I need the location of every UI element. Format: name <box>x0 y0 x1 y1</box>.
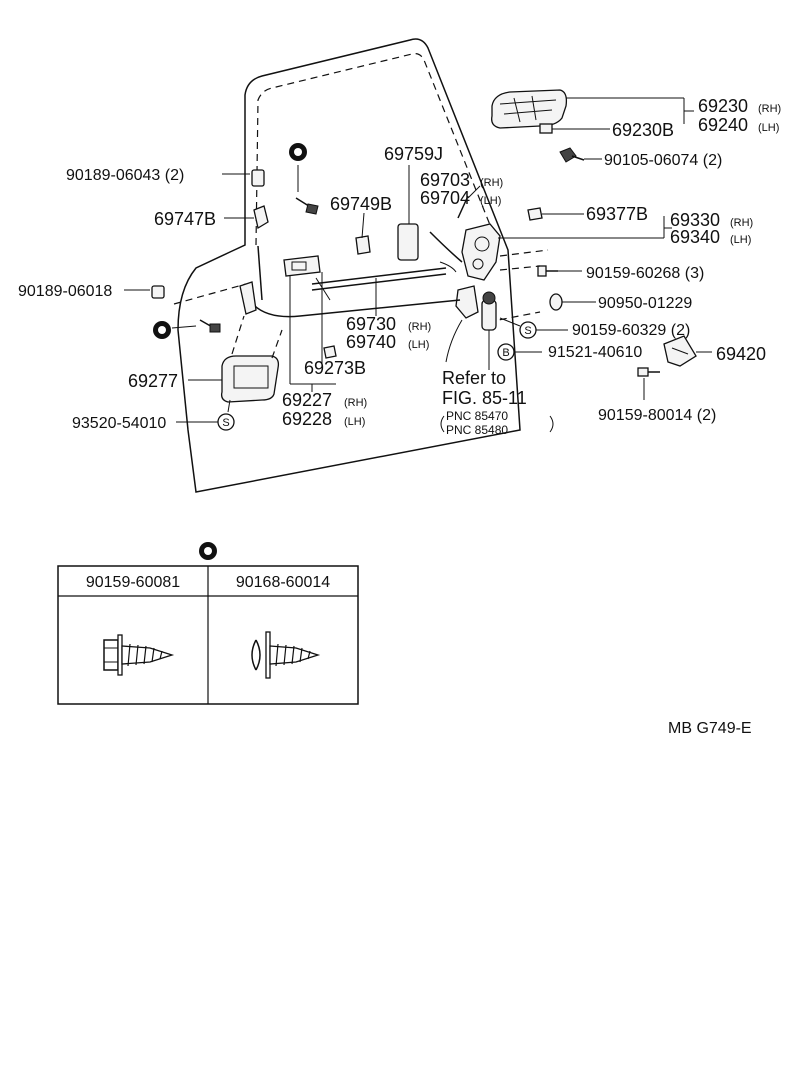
label-69277: 69277 <box>128 371 178 391</box>
rod-holder-69747B <box>224 205 269 230</box>
diagram-code: MB G749-E <box>668 720 752 737</box>
label-69730: 69730 <box>346 314 396 334</box>
bezel-69277 <box>188 315 283 413</box>
part-69273B <box>323 345 337 359</box>
label-91521: 91521-40610 <box>548 344 642 361</box>
label-69230: 69230 <box>698 96 748 116</box>
grommet-90950-01229 <box>549 293 596 311</box>
inside-handle-bracket-69227 <box>283 255 323 384</box>
label-69704: 69704 <box>420 188 470 208</box>
rod-ends <box>315 261 457 301</box>
screw-90159-80014 <box>637 367 660 400</box>
lock-knob-rod <box>257 245 263 301</box>
washer-tapping-screw-icon <box>251 631 321 679</box>
striker-69420 <box>663 335 712 367</box>
label-93520: 93520-54010 <box>72 415 166 432</box>
legend-col2: 90168-60014 <box>236 574 330 591</box>
fastener-legend: 90159-60081 90168-60014 <box>57 542 359 705</box>
label-pnc-85480: PNC 85480 <box>446 423 508 437</box>
bell-crank <box>239 281 257 315</box>
pnc-brackets <box>440 415 554 433</box>
label-fig-ref: FIG. 85-11 <box>442 388 527 408</box>
label-69340: 69340 <box>670 227 720 247</box>
screw-upper <box>295 197 319 215</box>
label-69759J: 69759J <box>384 144 443 164</box>
door-lock-assembly-69330 <box>455 223 501 319</box>
label-69227: 69227 <box>282 390 332 410</box>
screw-ring-icon-upper <box>289 143 307 192</box>
label-69749B: 69749B <box>330 194 392 214</box>
symbol-s-90159-60329: S <box>499 317 568 339</box>
label-69730-side: (RH) <box>408 321 431 333</box>
dashed-guides-lock <box>487 249 549 323</box>
label-90159-80014: 90159-80014 (2) <box>598 407 716 424</box>
rod-69703 <box>429 195 469 263</box>
leader-69703 <box>467 185 481 199</box>
label-69377B: 69377B <box>586 204 648 224</box>
screw-ring-icon-lower <box>153 319 221 339</box>
label-90189-06018: 90189-06018 <box>18 283 112 300</box>
outside-handle-69230 <box>491 89 568 129</box>
label-69340-side: (LH) <box>730 234 751 246</box>
label-69420: 69420 <box>716 344 766 364</box>
label-69704-side: (LH) <box>480 195 501 207</box>
b-letter: B <box>502 347 509 359</box>
label-69228-side: (LH) <box>344 416 365 428</box>
clip-90189-06043 <box>222 169 265 187</box>
rod-69730 <box>311 267 447 291</box>
clip-90189-06018 <box>124 283 247 305</box>
hex-tapping-screw-icon <box>103 634 175 676</box>
legend-col1: 90159-60081 <box>86 574 180 591</box>
label-69230-side: (RH) <box>758 103 781 115</box>
label-69747B: 69747B <box>154 209 216 229</box>
door-frame-outline <box>177 38 521 493</box>
part-69377B <box>527 207 584 221</box>
label-69740-side: (LH) <box>408 339 429 351</box>
symbol-b-91521-40610: B <box>497 343 542 361</box>
label-90189-06043: 90189-06043 (2) <box>66 167 184 184</box>
screw-90159-60268 <box>537 265 582 277</box>
label-90950: 90950-01229 <box>598 295 692 312</box>
protector-69759J <box>397 165 419 261</box>
label-69240-side: (LH) <box>758 122 779 134</box>
symbol-s-93520: S <box>176 413 235 431</box>
label-69273B: 69273B <box>304 358 366 378</box>
label-69740: 69740 <box>346 332 396 352</box>
s-letter-2: S <box>222 417 229 429</box>
label-69703-side: (RH) <box>480 177 503 189</box>
label-69330: 69330 <box>670 210 720 230</box>
label-90105: 90105-06074 (2) <box>604 152 722 169</box>
label-69330-side: (RH) <box>730 217 753 229</box>
label-90159-60329: 90159-60329 (2) <box>572 322 690 339</box>
label-69230B: 69230B <box>612 120 674 140</box>
label-pnc-85470: PNC 85470 <box>446 409 508 423</box>
lock-cylinder <box>481 291 497 370</box>
bolt-90105 <box>559 147 602 163</box>
pin-69230B <box>539 123 610 134</box>
label-69227-side: (RH) <box>344 397 367 409</box>
label-refer-to: Refer to <box>442 368 506 388</box>
clip-69749B <box>355 212 371 255</box>
leader-refer <box>445 319 463 363</box>
label-69228: 69228 <box>282 409 332 429</box>
label-69240: 69240 <box>698 115 748 135</box>
label-69703: 69703 <box>420 170 470 190</box>
label-90159-60268: 90159-60268 (3) <box>586 265 704 282</box>
screw-ring-icon-legend <box>199 542 217 560</box>
s-letter: S <box>524 325 531 337</box>
